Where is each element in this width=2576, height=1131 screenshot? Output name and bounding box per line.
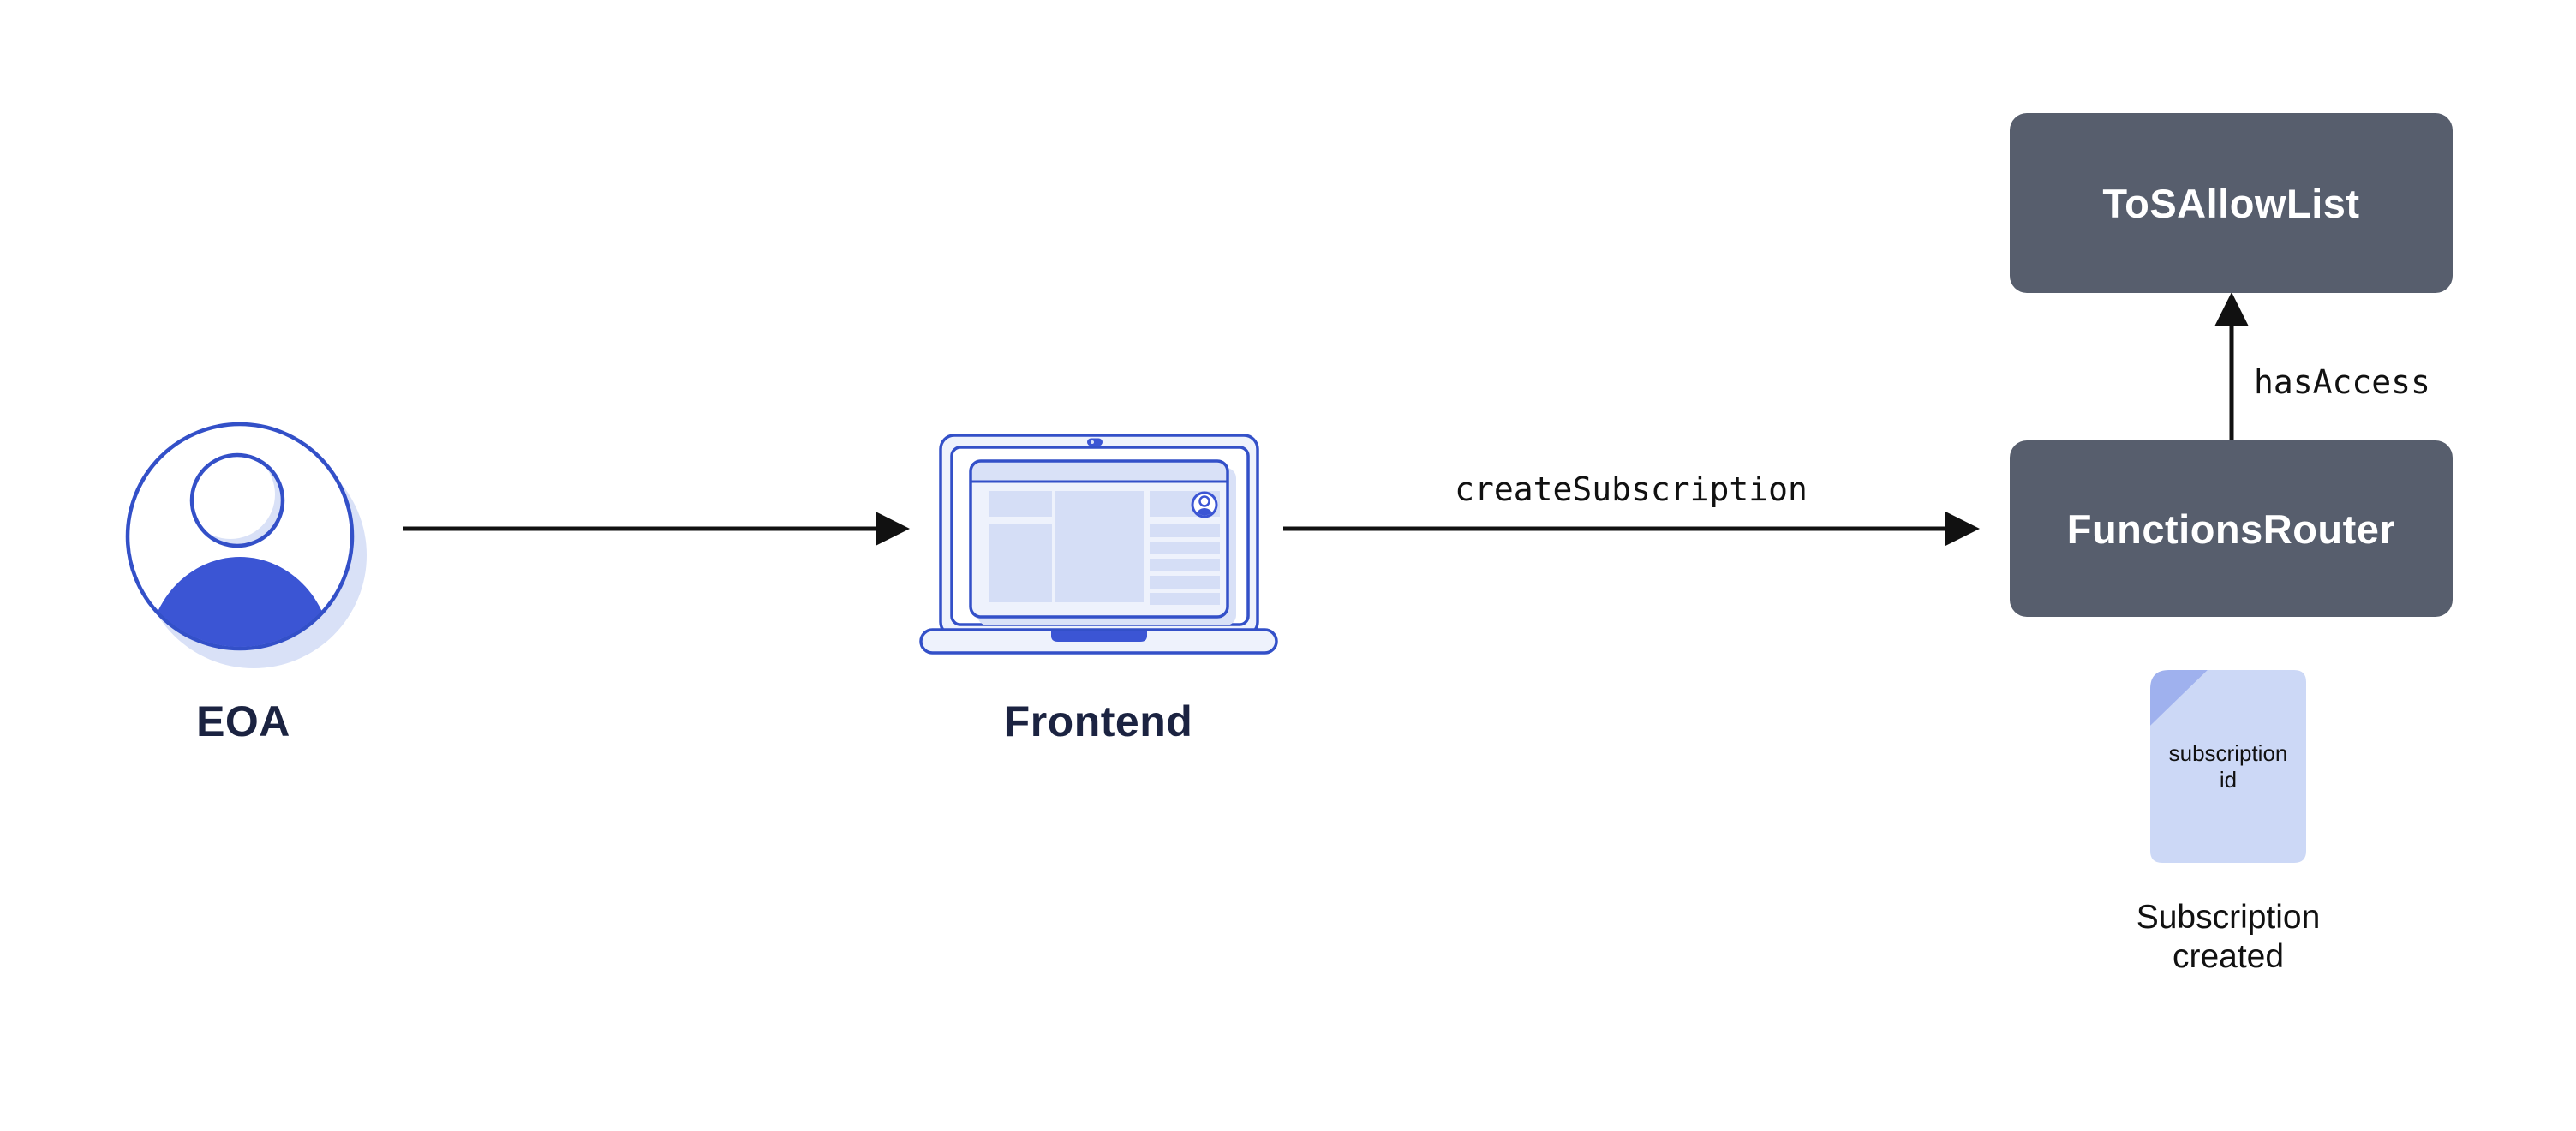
subscription-created-line1: Subscription <box>2136 899 2321 936</box>
tos-allow-list-node: ToSAllowList <box>2010 113 2453 293</box>
browser-border <box>969 459 1229 619</box>
subscription-id-text: subscription id <box>2150 740 2306 793</box>
subscription-created-line2: created <box>2172 938 2285 975</box>
document-page <box>2150 670 2306 863</box>
laptop-icon <box>919 434 1278 655</box>
functions-router-node: FunctionsRouter <box>2010 440 2453 617</box>
has-access-edge-label: hasAccess <box>2254 363 2430 401</box>
arrow-eoa-to-frontend <box>403 512 910 546</box>
browser-content-blocks <box>989 491 1220 605</box>
arrow-frontend-to-router <box>1283 512 1980 546</box>
user-avatar-icon <box>125 422 367 668</box>
laptop-notch <box>1051 631 1147 642</box>
laptop-camera-dot <box>1091 440 1094 444</box>
document-fold-corner <box>2150 670 2208 726</box>
frontend-label: Frontend <box>1003 697 1193 745</box>
subscription-id-line1: subscription <box>2168 740 2288 766</box>
subscription-created-caption: Subscription created <box>2083 898 2374 977</box>
document-icon <box>2150 670 2306 863</box>
laptop-camera <box>1087 438 1103 446</box>
tos-allow-list-label: ToSAllowList <box>2102 180 2360 226</box>
browser-titlebar <box>971 461 1228 482</box>
browser-avatar-icon <box>1191 491 1218 518</box>
avatar-body <box>147 557 332 647</box>
functions-router-label: FunctionsRouter <box>2066 506 2396 552</box>
subscription-id-line2: id <box>2219 767 2238 793</box>
avatar-head-outline <box>189 452 285 548</box>
create-subscription-edge-label: createSubscription <box>1455 470 1808 508</box>
eoa-label: EOA <box>196 697 290 745</box>
